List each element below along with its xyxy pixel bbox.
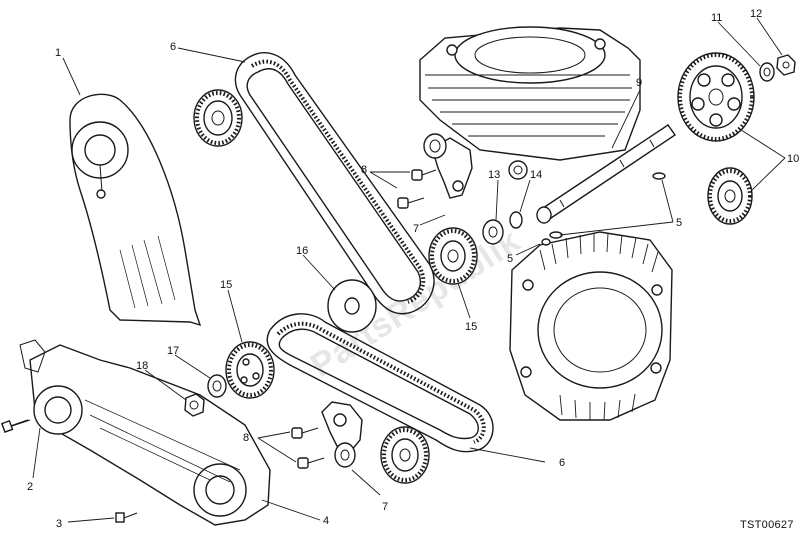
callout-10: 10 <box>787 153 799 165</box>
callout-8b: 8 <box>243 432 249 444</box>
callout-5a: 5 <box>676 217 682 229</box>
callout-8a: 8 <box>361 164 367 176</box>
lower-belt-cover <box>19 339 271 526</box>
callout-7a: 7 <box>413 223 419 235</box>
washer-11 <box>759 62 775 82</box>
rear-cylinder <box>419 26 641 161</box>
callout-6a: 6 <box>170 41 176 53</box>
drawing-reference: TST00627 <box>740 519 794 531</box>
gear-10-small <box>707 167 753 225</box>
cover-screw-2 <box>0 419 31 433</box>
callout-7b: 7 <box>382 501 388 513</box>
callout-18: 18 <box>136 360 148 372</box>
washer-17 <box>207 374 227 398</box>
callout-17: 17 <box>167 345 179 357</box>
callout-13: 13 <box>488 169 500 181</box>
callout-1: 1 <box>55 47 61 59</box>
callout-15a: 15 <box>220 279 232 291</box>
callout-9: 9 <box>636 77 642 89</box>
cover-screw-3 <box>115 512 138 523</box>
leader-lines <box>32 17 786 523</box>
upper-timing-belt <box>234 52 435 315</box>
pulley-15-upper <box>428 227 478 285</box>
callout-6b: 6 <box>559 457 565 469</box>
jackshaft-9 <box>536 124 676 224</box>
callout-16: 16 <box>296 245 308 257</box>
spacer-13 <box>482 219 504 245</box>
pulley-15-lower <box>225 341 275 399</box>
callout-15b: 15 <box>465 321 477 333</box>
gear-10-large <box>677 52 755 142</box>
callout-4: 4 <box>323 515 329 527</box>
front-cylinder-head <box>509 231 673 421</box>
screws-8-lower <box>291 427 325 469</box>
tensioner-upper <box>423 133 473 199</box>
lower-timing-belt <box>266 313 494 453</box>
callout-11: 11 <box>711 12 722 24</box>
callout-labels: 1 2 3 4 5 5 9 6 6 7 7 8 8 10 11 12 13 14… <box>27 8 799 530</box>
callout-2: 2 <box>27 481 33 493</box>
callout-3: 3 <box>56 518 62 530</box>
upper-belt-cover <box>69 93 202 327</box>
nut-18 <box>184 393 205 417</box>
screws-8-upper <box>397 169 437 209</box>
upper-pulley-spare <box>193 89 243 147</box>
keys-5 <box>541 172 666 246</box>
washer-16 <box>327 279 377 333</box>
callout-12: 12 <box>750 8 762 20</box>
nut-12 <box>776 54 796 76</box>
lower-pulley-spare <box>380 426 430 484</box>
callout-14: 14 <box>530 169 542 181</box>
tensioner-lower <box>321 401 363 468</box>
circlip-14 <box>508 160 528 229</box>
callout-5b: 5 <box>507 253 513 265</box>
